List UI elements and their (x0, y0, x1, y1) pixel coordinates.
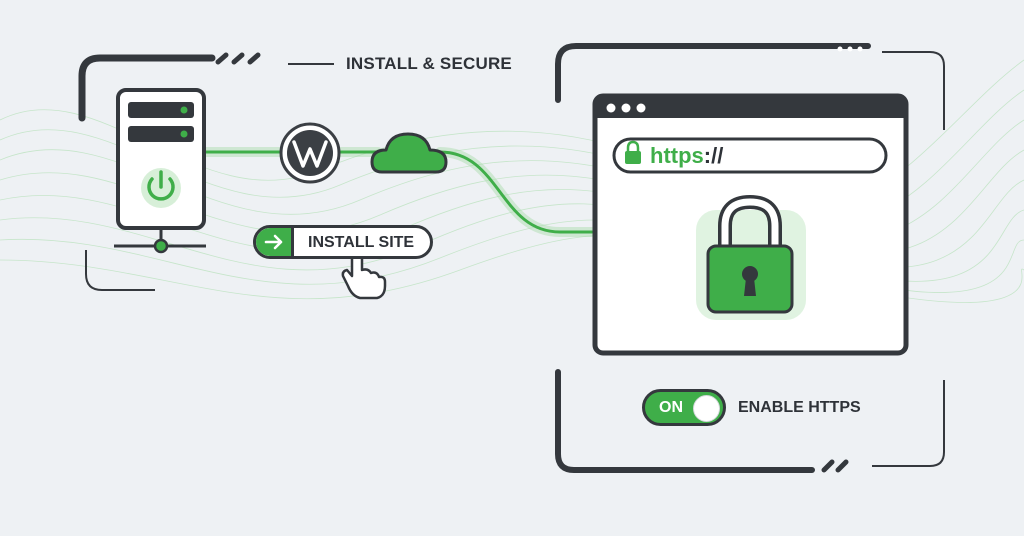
url-bar[interactable]: https:// (650, 143, 723, 169)
server-icon (114, 88, 206, 254)
padlock-icon (696, 194, 806, 320)
install-site-label: INSTALL SITE (308, 234, 415, 251)
connection-line (201, 147, 597, 237)
power-icon (141, 168, 181, 208)
lock-icon (625, 140, 641, 164)
right-frame (555, 43, 945, 473)
cloud-icon (370, 132, 448, 174)
install-site-button[interactable]: INSTALL SITE (253, 225, 433, 259)
browser-window (592, 93, 909, 356)
toggle-state: ON (659, 399, 683, 416)
url-scheme: https (650, 143, 704, 168)
wordpress-icon (279, 122, 341, 184)
toggle-knob (693, 395, 720, 422)
enable-https-label: ENABLE HTTPS (738, 399, 861, 416)
https-toggle[interactable]: ON (642, 389, 726, 426)
page-title: INSTALL & SECURE (346, 54, 512, 73)
arrow-right-icon (256, 228, 294, 256)
url-separator: :// (703, 143, 724, 168)
left-frame (78, 52, 334, 291)
